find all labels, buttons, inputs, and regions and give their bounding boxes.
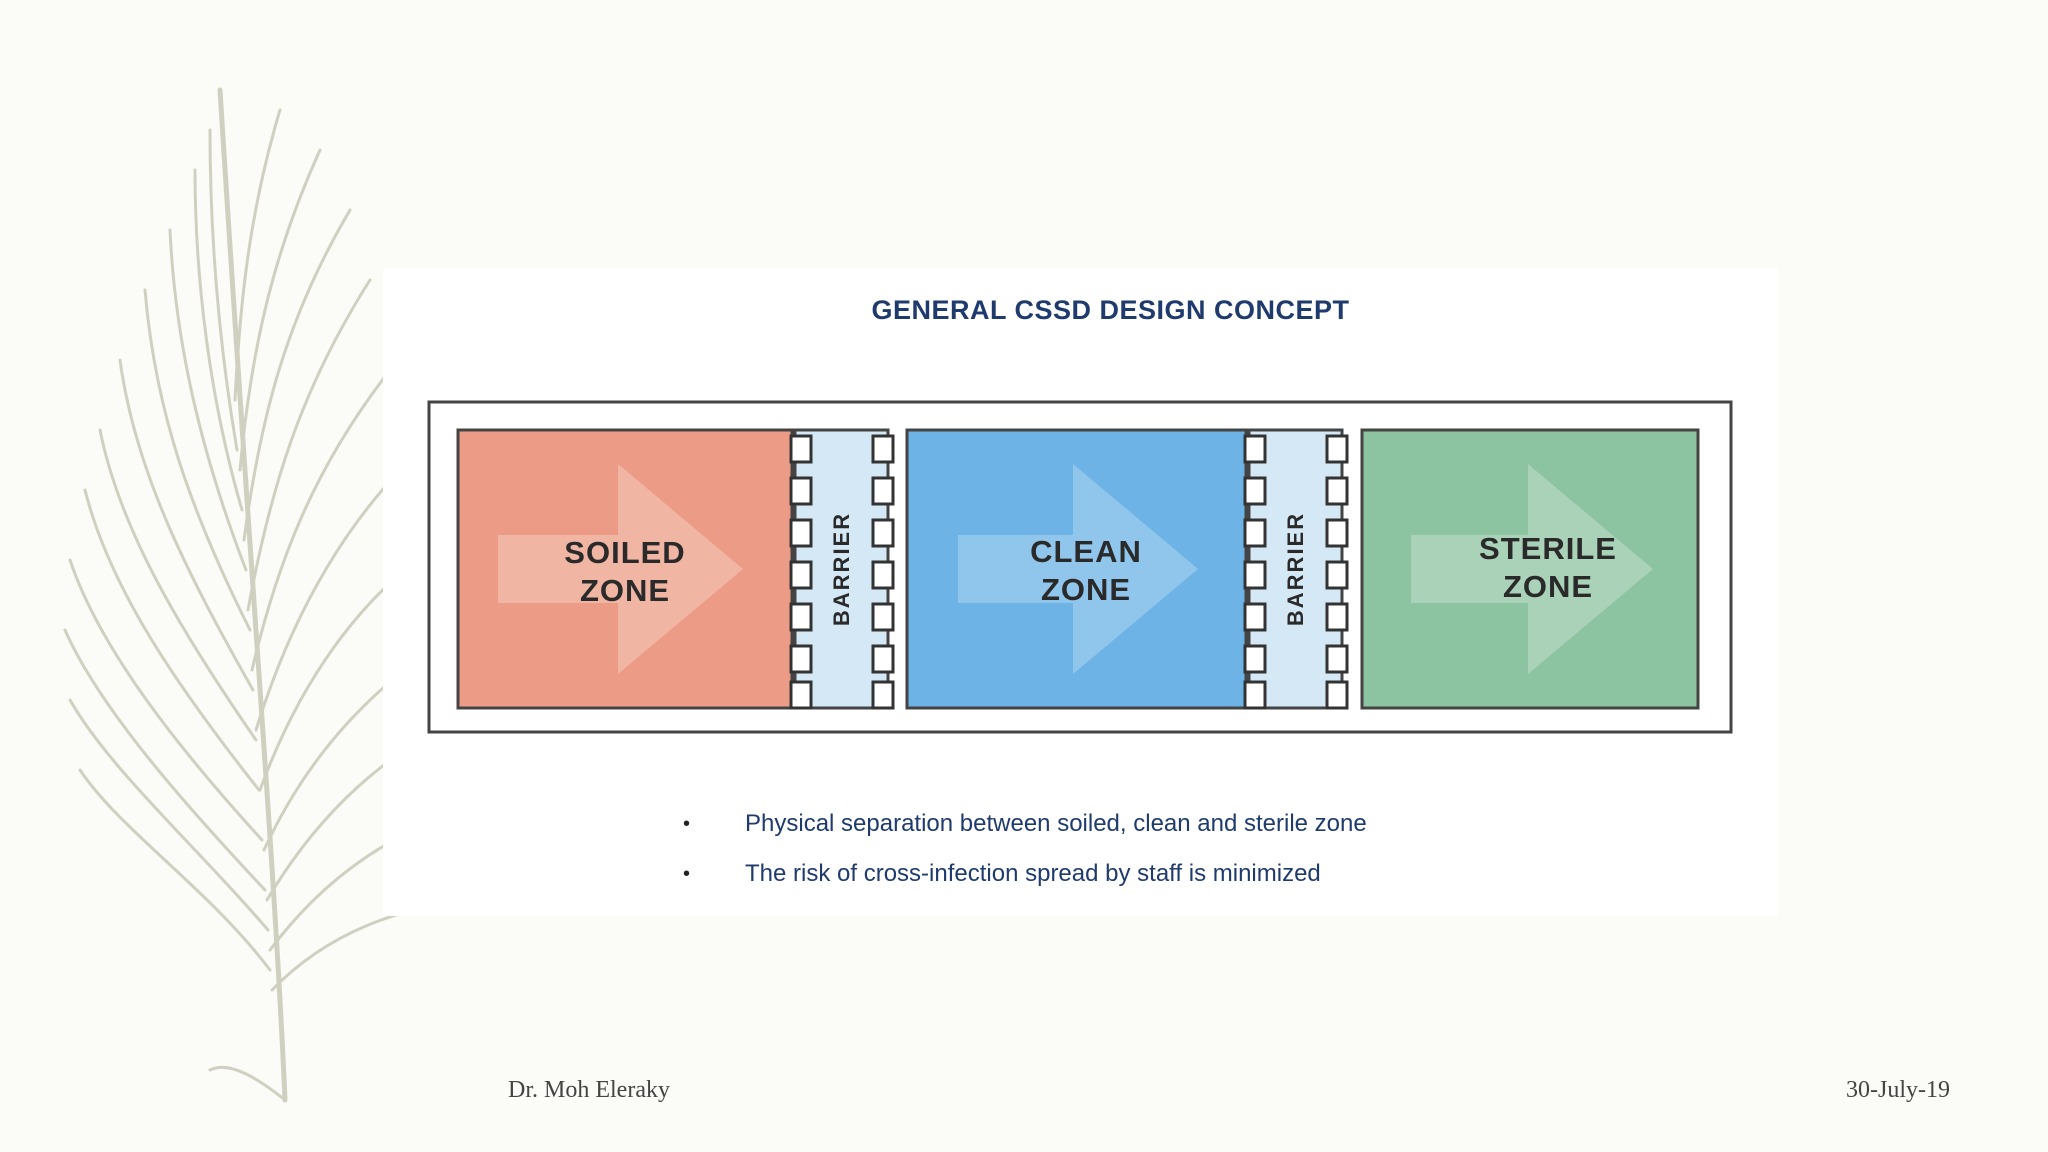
barrier-1-label: BARRIER — [829, 512, 854, 626]
clean-zone-box — [905, 428, 1248, 710]
bullet-list: • Physical separation between soiled, cl… — [683, 808, 1367, 908]
footer-date: 30-July-19 — [1846, 1077, 1950, 1103]
clean-zone-label-line1: CLEAN — [1030, 534, 1142, 569]
barrier-2-label: BARRIER — [1283, 512, 1308, 626]
soiled-zone-label-line2: ZONE — [580, 573, 670, 608]
bullet-marker: • — [683, 813, 691, 835]
diagram-title: GENERAL CSSD DESIGN CONCEPT — [871, 295, 1350, 325]
soiled-zone-box — [456, 428, 794, 710]
bullet-item: • Physical separation between soiled, cl… — [683, 808, 1367, 858]
bullet-text: The risk of cross-infection spread by st… — [745, 860, 1321, 887]
clean-zone-arrow — [958, 464, 1198, 674]
barrier-2-windows — [1243, 434, 1349, 710]
footer-author: Dr. Moh Eleraky — [508, 1077, 670, 1103]
clean-zone-label-line2: ZONE — [1041, 572, 1131, 607]
sterile-zone-arrow — [1411, 464, 1653, 674]
sterile-zone-label-line1: STERILE — [1479, 531, 1617, 566]
soiled-zone-label-line1: SOILED — [564, 535, 685, 570]
bullet-text: Physical separation between soiled, clea… — [745, 810, 1367, 837]
sterile-zone-label-line2: ZONE — [1503, 569, 1593, 604]
diagram-panel: GENERAL CSSD DESIGN CONCEPT SOILED ZONE … — [383, 268, 1778, 916]
bullet-item: • The risk of cross-infection spread by … — [683, 858, 1367, 908]
sterile-zone-box — [1360, 428, 1700, 710]
soiled-zone-arrow — [498, 464, 743, 674]
bullet-marker: • — [683, 863, 691, 885]
cssd-zone-diagram: SOILED ZONE BARRIER CLEAN ZONE — [427, 400, 1733, 734]
barrier-1-windows — [789, 434, 895, 710]
